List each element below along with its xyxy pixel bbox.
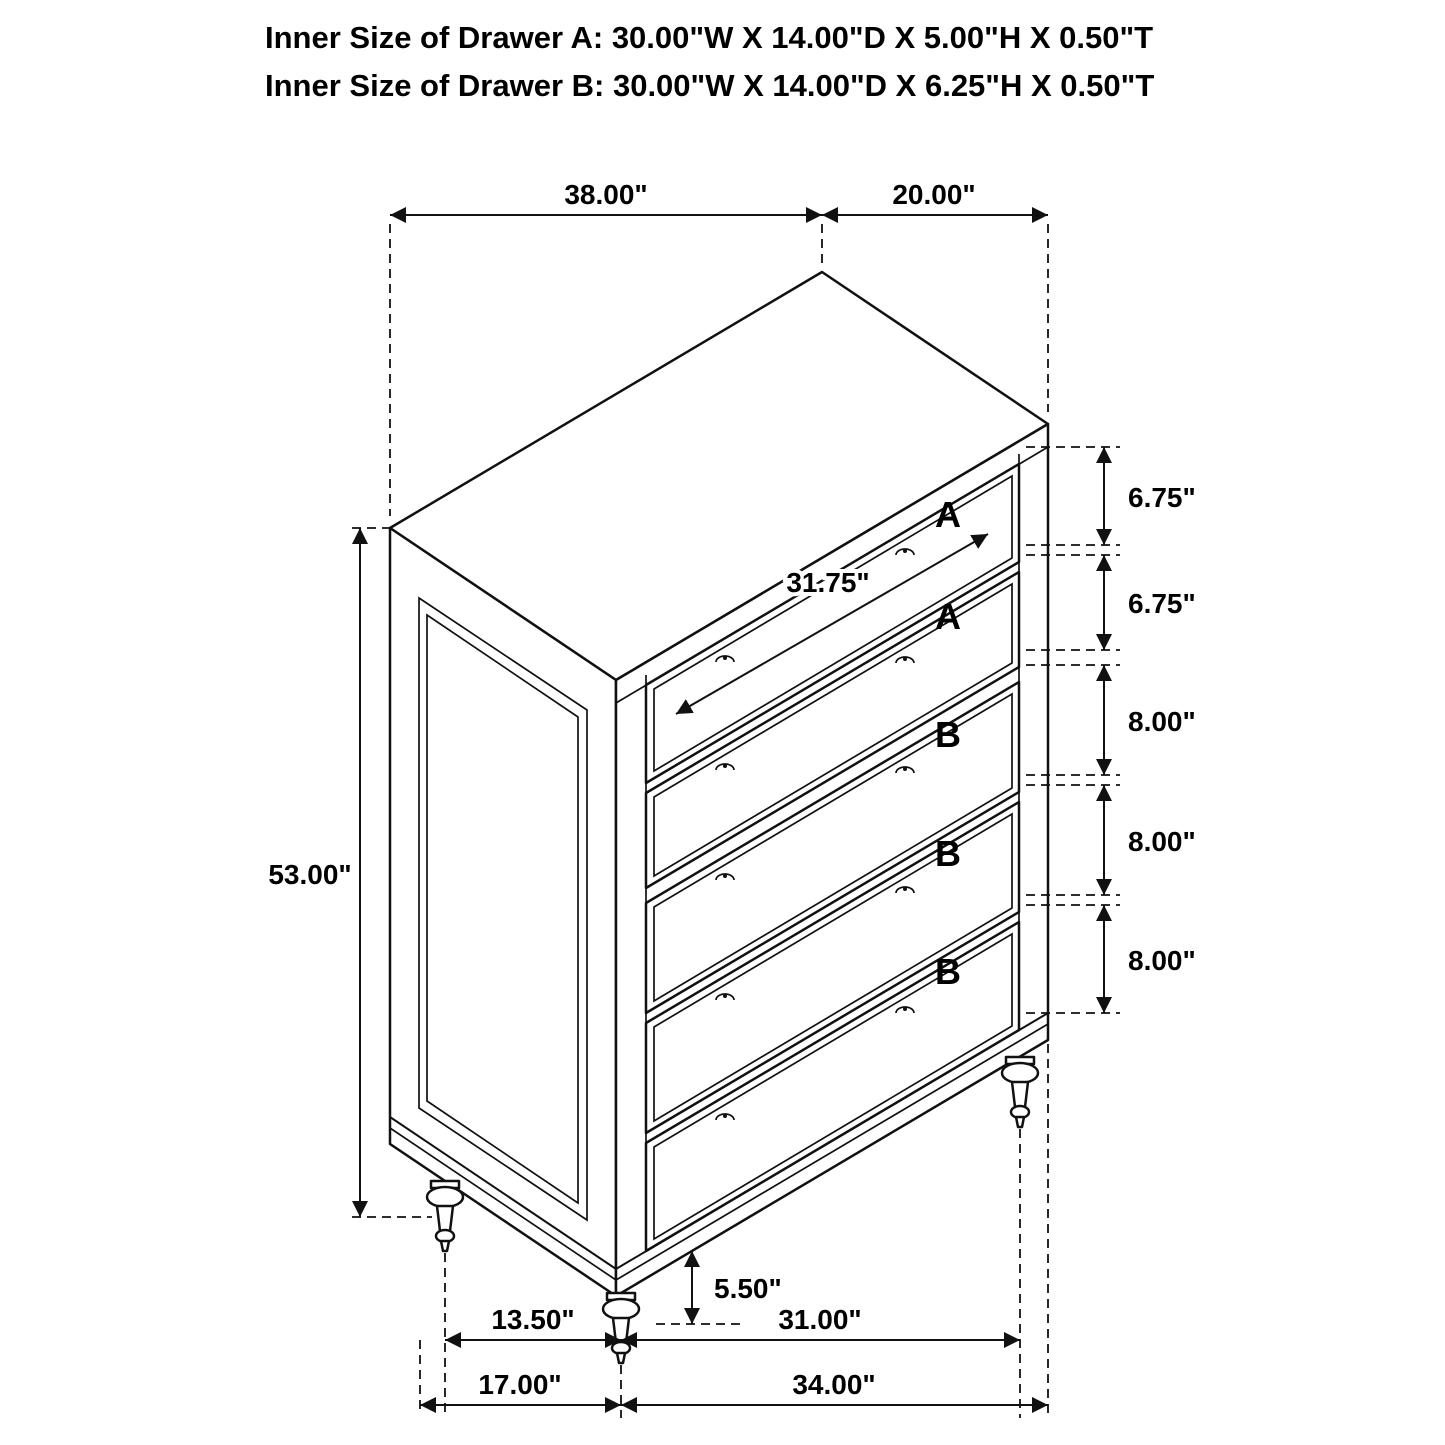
dimension-top-width: 38.00" 20.00" [389, 179, 1049, 516]
drawer-3-height-label: 8.00" [1128, 706, 1196, 737]
drawer-3 [644, 680, 1021, 1015]
overall-height-label: 53.00" [268, 859, 351, 890]
drawer-2-handle-left [715, 763, 735, 771]
leg-height-label: 5.50" [714, 1273, 782, 1304]
drawer-4-bevel [653, 812, 1013, 1123]
drawer-4-label: B [935, 833, 961, 874]
drawer-4 [644, 800, 1021, 1135]
drawer-5-bevel [653, 932, 1013, 1241]
side-panel-inset-inner [426, 613, 579, 1205]
side-panel-inset-outer [418, 596, 588, 1222]
drawer-5-label: B [935, 951, 961, 992]
leg-front [601, 1291, 641, 1365]
bottom-right-total-label: 34.00" [792, 1369, 875, 1400]
drawer-3-handle-left [715, 873, 735, 881]
diagram-title-line1: Inner Size of Drawer A: 30.00"W X 14.00"… [265, 20, 1153, 55]
drawer-1-height-label: 6.75" [1128, 482, 1196, 513]
drawer-5-handle-left [715, 1113, 735, 1121]
drawer-2-label: A [935, 596, 961, 637]
drawer-3-front [644, 680, 1021, 1015]
drawer-2-height-label: 6.75" [1128, 588, 1196, 619]
chest-drawing [388, 270, 1050, 1365]
top-depth-label: 20.00" [892, 179, 975, 210]
leg-left [425, 1179, 465, 1253]
dimension-overall-height: 53.00" [268, 527, 432, 1218]
drawer-4-handle-left [715, 993, 735, 1001]
drawer-5-height-label: 8.00" [1128, 945, 1196, 976]
diagram-title-line2: Inner Size of Drawer B: 30.00"W X 14.00"… [265, 68, 1154, 103]
dimension-leg-height: 5.50" [656, 1251, 782, 1325]
drawer-4-height-label: 8.00" [1128, 826, 1196, 857]
dimension-drawer-width: 31.75" [675, 533, 989, 715]
drawer-4-front [644, 800, 1021, 1135]
drawer-1-label: A [935, 494, 961, 535]
bottom-left-span-label: 13.50" [491, 1304, 574, 1335]
leg-right [1000, 1055, 1040, 1129]
drawer-4-handle-right [895, 886, 915, 894]
dimension-bottom-spans: 13.50" 31.00" 17.00" 34.00" [419, 1044, 1049, 1418]
drawer-width-label: 31.75" [786, 567, 869, 598]
drawer-3-bevel [653, 692, 1013, 1003]
bottom-left-total-label: 17.00" [478, 1369, 561, 1400]
drawer-3-handle-right [895, 766, 915, 774]
top-width-label: 38.00" [564, 179, 647, 210]
dimension-drawer-heights: 6.75" 6.75" 8.00" 8.00" 8.00" [1026, 446, 1196, 1014]
bottom-right-span-label: 31.00" [778, 1304, 861, 1335]
drawer-5-handle-right [895, 1006, 915, 1014]
drawer-3-label: B [935, 714, 961, 755]
base-molding [389, 1012, 1049, 1281]
